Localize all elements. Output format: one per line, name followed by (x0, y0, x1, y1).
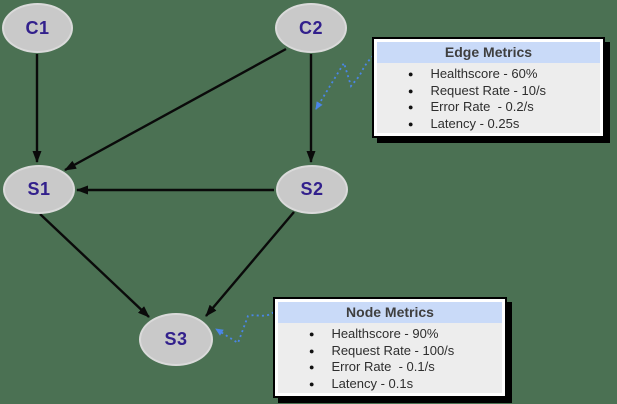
node-s3-label: S3 (164, 329, 188, 349)
callout-arrow-node-metrics-icon (215, 304, 282, 345)
metric-item: Request Rate - 10/s (408, 83, 600, 100)
metric-item: Latency - 0.25s (408, 116, 600, 133)
edge-c2-s1 (64, 47, 287, 172)
metric-item: Error Rate - 0.1/s (309, 359, 502, 376)
metric-item: Request Rate - 100/s (309, 343, 502, 360)
edge-metrics-body: Healthscore - 60% Request Rate - 10/s Er… (377, 63, 600, 133)
metric-item: Latency - 0.1s (309, 376, 502, 393)
metric-item: Healthscore - 60% (408, 66, 600, 83)
node-s3: S3 (139, 313, 213, 366)
edge-metrics-list: Healthscore - 60% Request Rate - 10/s Er… (377, 66, 600, 132)
node-c1: C1 (2, 3, 73, 53)
node-s2-label: S2 (300, 179, 324, 199)
metric-item: Healthscore - 90% (309, 326, 502, 343)
node-metrics-box: Node Metrics Healthscore - 90% Request R… (273, 297, 507, 398)
node-metrics-title: Node Metrics (278, 302, 502, 323)
edge-metrics-box: Edge Metrics Healthscore - 60% Request R… (372, 37, 605, 138)
metric-item: Error Rate - 0.2/s (408, 99, 600, 116)
node-c2: C2 (275, 3, 347, 53)
node-metrics-list: Healthscore - 90% Request Rate - 100/s E… (278, 326, 502, 392)
edge-metrics-title: Edge Metrics (377, 42, 600, 63)
edge-s2-s3 (205, 211, 295, 317)
node-metrics-body: Healthscore - 90% Request Rate - 100/s E… (278, 323, 502, 393)
node-s1: S1 (3, 165, 75, 214)
node-s1-label: S1 (27, 179, 51, 199)
node-s2: S2 (276, 165, 348, 214)
node-c2-label: C2 (298, 17, 323, 38)
edge-s1-s3 (39, 213, 150, 318)
node-c1-label: C1 (25, 17, 50, 38)
